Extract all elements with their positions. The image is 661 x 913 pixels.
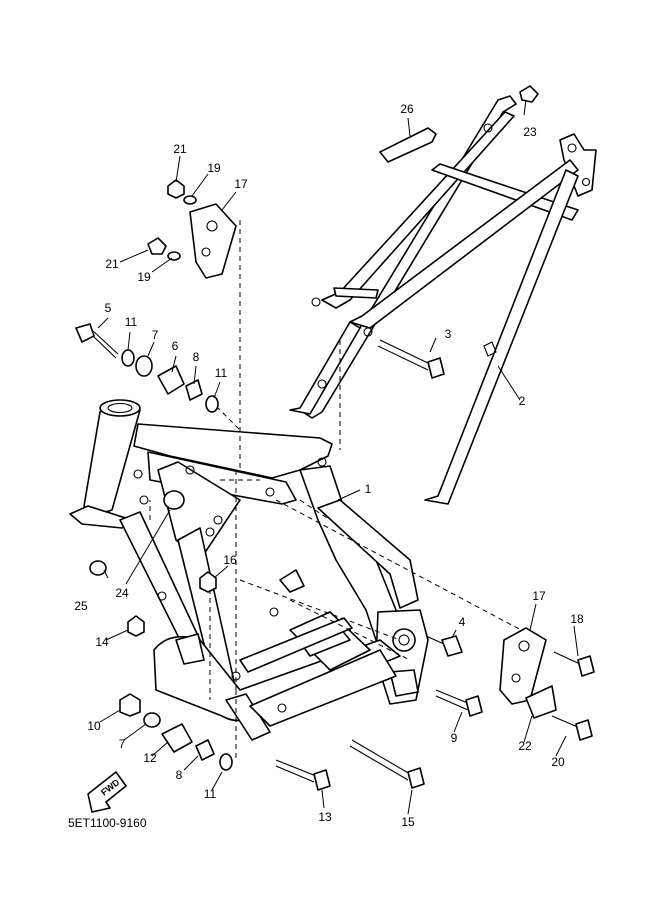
callout-12: 12: [143, 751, 157, 765]
hardware: [75, 85, 595, 791]
bracket-26: [379, 127, 437, 163]
callout-21-upper: 21: [173, 142, 187, 156]
callout-7-upper: 7: [152, 328, 159, 342]
callout-21-lower: 21: [105, 257, 119, 271]
callout-16: 16: [223, 553, 237, 567]
rear-subframe[interactable]: [289, 95, 597, 505]
diagram-code: 5ET1100-9160: [68, 816, 147, 830]
callout-20: 20: [551, 755, 565, 769]
callout-5: 5: [105, 301, 112, 315]
fwd-arrow-icon: FWD: [87, 771, 127, 813]
callout-4: 4: [459, 615, 466, 629]
callout-11-c: 11: [204, 787, 217, 801]
callout-3: 3: [445, 327, 452, 341]
callout-8-upper: 8: [193, 350, 200, 364]
assembly-lines: [149, 220, 541, 760]
callout-23: 23: [523, 125, 537, 139]
callout-7-lower: 7: [119, 737, 126, 751]
callout-11-a: 11: [125, 315, 138, 329]
callout-19-lower: 19: [137, 270, 151, 284]
callout-2: 2: [519, 394, 526, 408]
callout-9: 9: [451, 731, 458, 745]
callout-6: 6: [172, 339, 179, 353]
callout-1: 1: [365, 482, 372, 496]
callout-19-upper: 19: [207, 161, 221, 175]
callout-17-upper: 17: [234, 177, 248, 191]
callout-14: 14: [95, 635, 109, 649]
callout-17-lower: 17: [532, 589, 546, 603]
callout-11-b: 11: [215, 366, 228, 380]
leader-lines: [97, 99, 579, 815]
main-frame[interactable]: [69, 399, 429, 741]
callout-labels: 1 2 3 4 5 6 7 7 8 8 9 10 11 11 11 12 13 …: [74, 102, 584, 829]
callout-22: 22: [518, 739, 532, 753]
callout-25: 25: [74, 599, 88, 613]
callout-26: 26: [400, 102, 414, 116]
callout-24: 24: [115, 586, 129, 600]
callout-8-lower: 8: [176, 768, 183, 782]
callout-10: 10: [87, 719, 101, 733]
callout-15: 15: [401, 815, 415, 829]
callout-13: 13: [318, 810, 332, 824]
cap-23: [519, 85, 539, 103]
callout-18: 18: [570, 612, 584, 626]
